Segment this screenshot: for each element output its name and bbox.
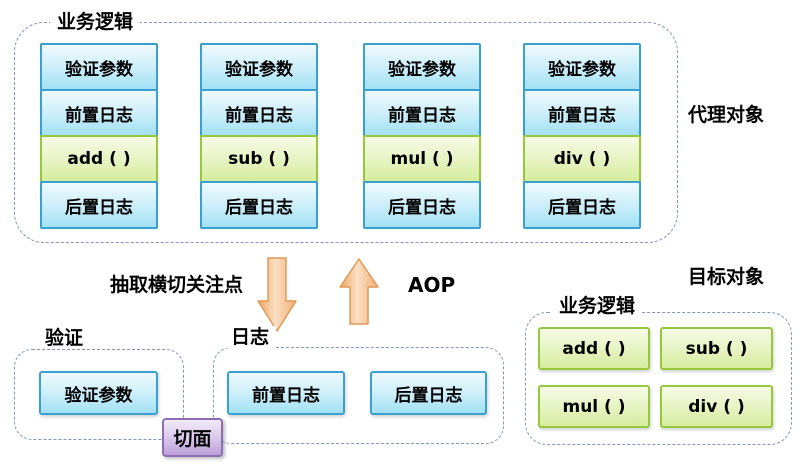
post-log-box: 后置日志 [370, 371, 487, 415]
down-arrow-icon [257, 257, 297, 332]
target-method-add: add ( ) [538, 327, 650, 370]
validate-params-cell: 验证参数 [523, 43, 641, 91]
post-log-cell: 后置日志 [40, 181, 158, 229]
proxy-column-mul: 验证参数 前置日志 mul ( ) 后置日志 [363, 43, 481, 229]
pre-log-box: 前置日志 [227, 371, 345, 415]
validate-params-cell: 验证参数 [363, 43, 481, 91]
target-container-label: 业务逻辑 [552, 295, 643, 317]
proxy-container-label: 业务逻辑 [50, 11, 141, 33]
method-cell-add: add ( ) [40, 135, 158, 183]
post-log-cell: 后置日志 [523, 181, 641, 229]
proxy-column-add: 验证参数 前置日志 add ( ) 后置日志 [40, 43, 158, 229]
pre-log-cell: 前置日志 [200, 89, 318, 137]
validation-label: 验证 [38, 327, 91, 349]
target-method-sub: sub ( ) [660, 327, 773, 370]
up-arrow-icon [339, 258, 379, 325]
extract-crosscut-label: 抽取横切关注点 [110, 274, 244, 296]
proxy-container [14, 22, 678, 243]
pre-log-cell: 前置日志 [363, 89, 481, 137]
method-cell-sub: sub ( ) [200, 135, 318, 183]
target-object-label: 目标对象 [688, 266, 765, 288]
log-label: 日志 [224, 326, 277, 348]
validate-params-cell: 验证参数 [40, 43, 158, 91]
pre-log-cell: 前置日志 [523, 89, 641, 137]
proxy-object-label: 代理对象 [688, 104, 765, 126]
method-cell-div: div ( ) [523, 135, 641, 183]
validate-params-cell: 验证参数 [200, 43, 318, 91]
aspect-badge: 切面 [162, 418, 223, 457]
target-method-div: div ( ) [660, 385, 773, 428]
post-log-cell: 后置日志 [363, 181, 481, 229]
post-log-cell: 后置日志 [200, 181, 318, 229]
proxy-column-sub: 验证参数 前置日志 sub ( ) 后置日志 [200, 43, 318, 229]
validate-params-box: 验证参数 [39, 371, 158, 415]
method-cell-mul: mul ( ) [363, 135, 481, 183]
target-container [525, 312, 792, 445]
target-method-mul: mul ( ) [538, 385, 650, 428]
validation-container [14, 349, 184, 440]
proxy-column-div: 验证参数 前置日志 div ( ) 后置日志 [523, 43, 641, 229]
log-container [213, 347, 504, 444]
pre-log-cell: 前置日志 [40, 89, 158, 137]
aop-label: AOP [408, 273, 456, 297]
